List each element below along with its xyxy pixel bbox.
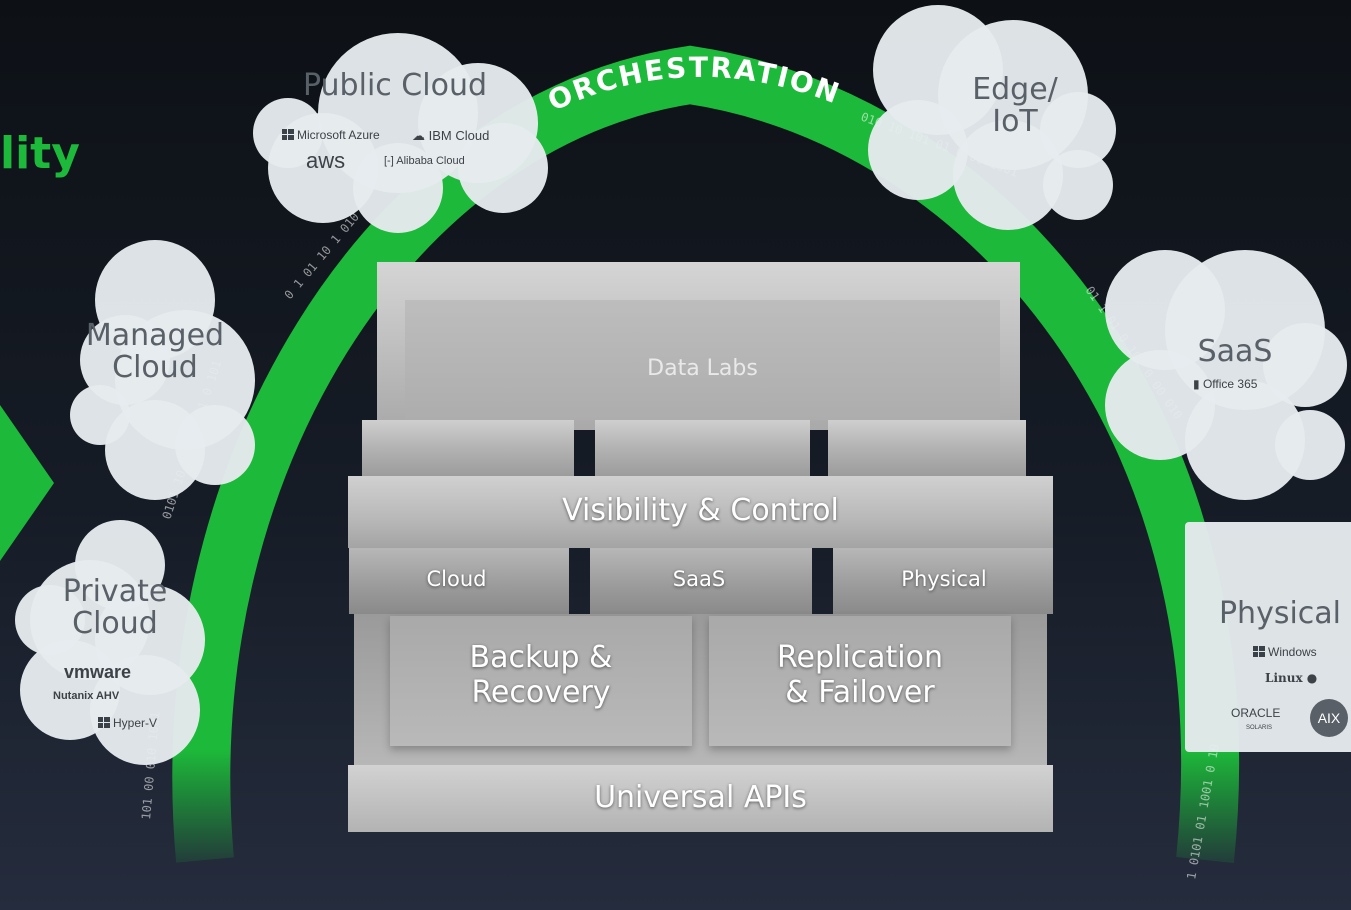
vendor-ibm-cloud: ☁ IBM Cloud [412, 128, 490, 143]
vendor-alibaba-cloud: [-] Alibaba Cloud [384, 155, 465, 167]
ring-band [172, 45, 1239, 863]
vendor-hyper-v: Hyper-V [98, 716, 157, 730]
partial-title: lity [0, 128, 80, 179]
backup-recovery-block [390, 616, 692, 746]
tier-physical-label: Physical [901, 567, 987, 591]
vendor-oracle: ORACLE [1231, 706, 1281, 720]
data-labs-face [405, 300, 1000, 420]
universal-apis-label: Universal APIs [594, 780, 807, 815]
vendor-linux: Linux ● [1265, 671, 1318, 685]
green-arrow-shape [0, 405, 54, 561]
vendor-aws: aws [306, 148, 346, 173]
windows-icon [1253, 646, 1265, 657]
tier-saas-label: SaaS [672, 567, 726, 591]
windows-icon [98, 717, 110, 728]
universal-apis-block [348, 765, 1053, 832]
alibaba-icon: [-] [384, 155, 397, 167]
vendor-vmware: vmware [64, 662, 132, 682]
windows-icon [282, 129, 294, 140]
vendor-windows: Windows [1253, 645, 1317, 659]
edge-cloud-shape [868, 5, 1116, 230]
vendor-office365: ▮ Office 365 [1193, 377, 1258, 391]
public-cloud-title: Public Cloud [302, 68, 487, 103]
vendor-solaris: SOLARIS [1246, 725, 1273, 731]
saas-title: SaaS [1197, 334, 1273, 369]
visibility-control-block [348, 476, 1053, 548]
edge-iot-title: Edge/IoT [972, 72, 1058, 140]
tux-icon: ● [1306, 671, 1318, 685]
tier-cloud-label: Cloud [426, 567, 487, 591]
managed-cloud-shape [70, 240, 255, 500]
vendor-nutanix: Nutanix AHV [53, 690, 120, 702]
cloud-outline-icon: ☁ [412, 128, 429, 143]
public-cloud-shape [253, 33, 548, 233]
backup-recovery-label: Backup &Recovery [469, 640, 613, 710]
vendor-microsoft-azure: Microsoft Azure [282, 128, 380, 142]
office-icon: ▮ [1193, 377, 1203, 391]
tile-left-top [362, 420, 574, 476]
tile-center-top [595, 420, 810, 476]
visibility-control-label: Visibility & Control [562, 493, 839, 528]
tier-physical [833, 548, 1053, 614]
saas-cloud-shape [1105, 250, 1347, 500]
replication-failover-label: Replication& Failover [776, 640, 943, 710]
tier-cloud [349, 548, 569, 614]
private-cloud-shape [15, 520, 205, 765]
aix-badge: AIX [1310, 699, 1348, 737]
tier-saas [590, 548, 812, 614]
data-labs-label: Data Labs [647, 356, 758, 381]
physical-title: Physical [1218, 596, 1342, 631]
tile-right-top [828, 420, 1026, 476]
replication-failover-block [709, 616, 1011, 746]
